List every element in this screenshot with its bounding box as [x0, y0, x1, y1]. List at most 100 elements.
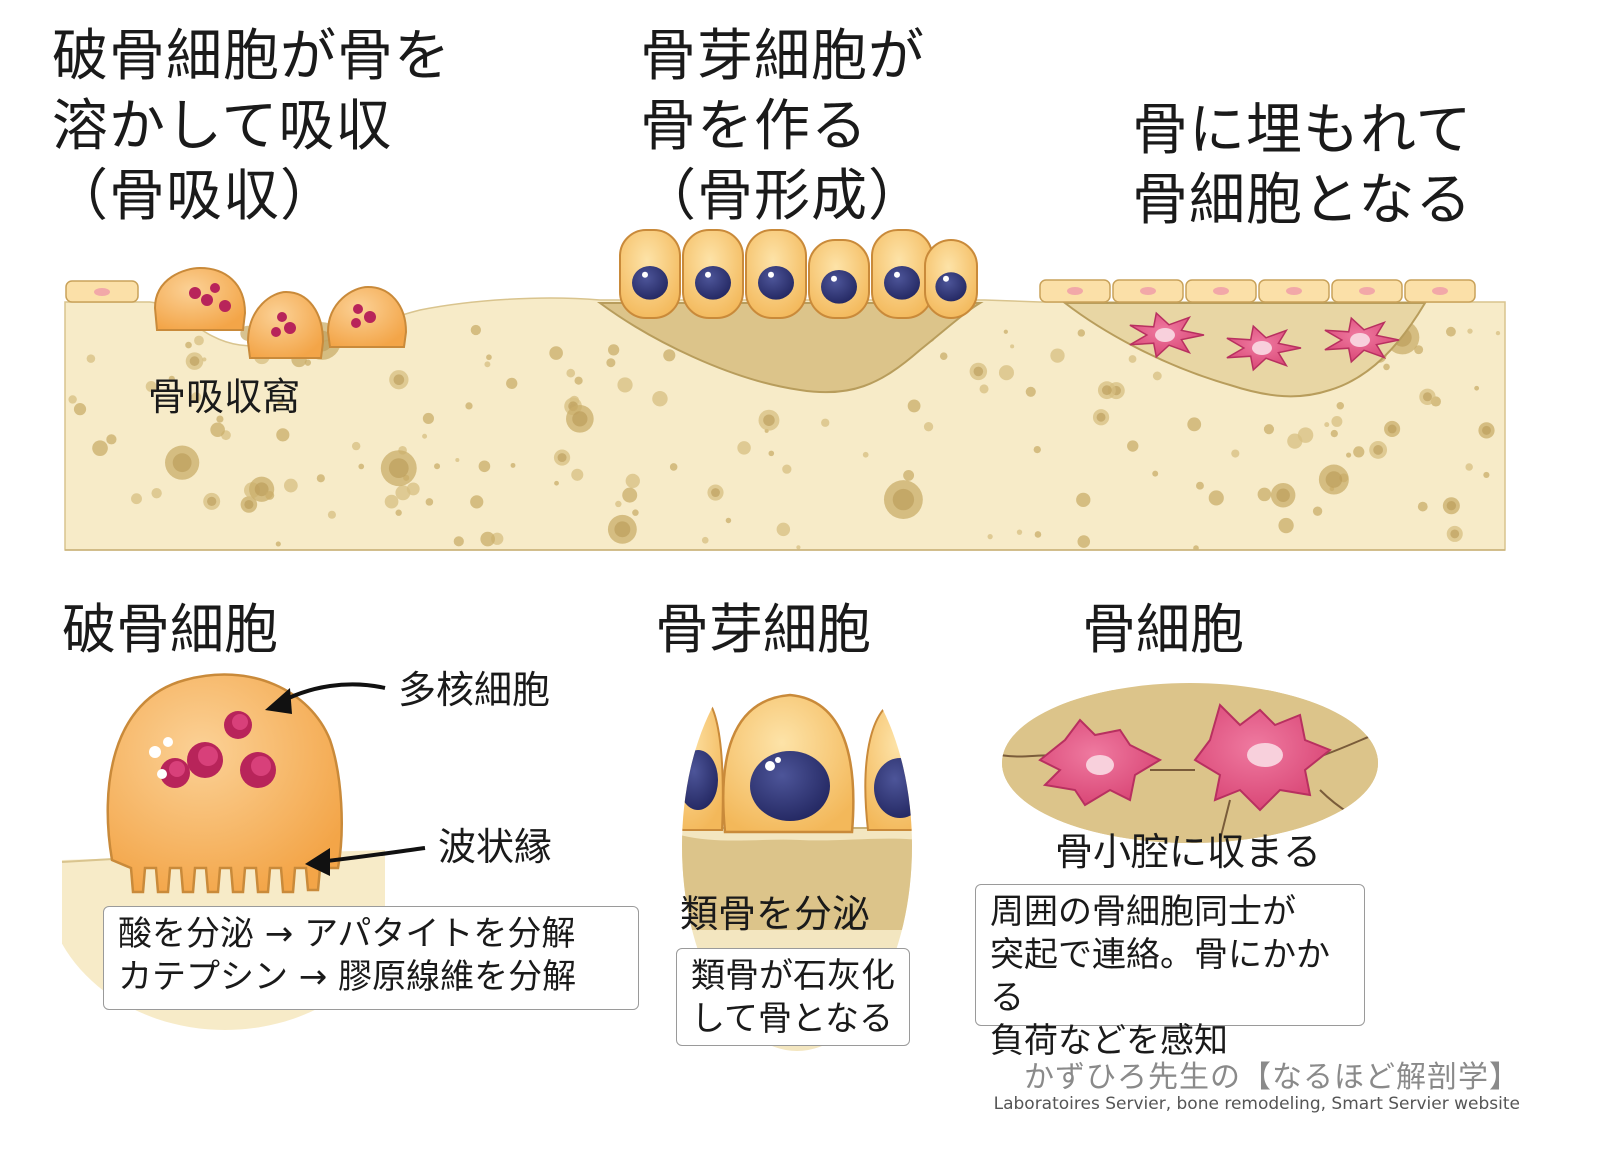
bone-pore-core — [1450, 529, 1460, 539]
bone-pore — [92, 440, 108, 456]
bone-pore-core — [207, 496, 217, 507]
bone-pore — [1077, 329, 1086, 337]
bone-pore-core — [1373, 445, 1384, 455]
bone-pore — [1076, 492, 1091, 507]
bone-pore — [1278, 517, 1294, 534]
bone-pore — [566, 368, 576, 378]
bone-pore-core — [1101, 385, 1112, 396]
bone-pore-core — [393, 374, 405, 386]
lining-cell-nucleus — [1067, 287, 1083, 295]
bone-pore — [131, 493, 142, 505]
bone-pore — [1128, 355, 1137, 363]
bone-pore — [1483, 471, 1490, 479]
bone-pore — [465, 402, 473, 410]
bone-pore — [607, 344, 620, 356]
bone-pore — [725, 517, 732, 524]
bone-pore — [327, 510, 336, 519]
bone-pore — [622, 487, 638, 503]
bone-pore — [574, 376, 583, 385]
bone-pore — [998, 365, 1014, 381]
nucleus-highlight — [705, 271, 711, 278]
bone-pore — [384, 494, 399, 509]
osteoblast-nucleus — [821, 270, 857, 304]
bone-pore-core — [763, 414, 775, 426]
label-ruffled-border: 波状縁 — [438, 825, 553, 869]
bone-pore — [1414, 345, 1424, 355]
label-osteoid: 類骨を分泌 — [680, 892, 871, 936]
bone-pore — [1465, 463, 1473, 471]
lining-cells-right — [1039, 279, 1476, 303]
bone-pore — [395, 485, 411, 501]
bone-pore — [283, 478, 298, 493]
bone-pore — [151, 487, 162, 499]
bone-pore — [422, 412, 434, 425]
osteoblasts-top — [619, 229, 978, 319]
lining-cell-nucleus — [1286, 287, 1302, 295]
bone-pore — [1324, 422, 1330, 428]
label-lacuna: 骨小腔に収まる — [1055, 830, 1322, 874]
bone-pore — [202, 357, 207, 362]
nucleus-highlight — [894, 271, 900, 278]
bone-pore — [316, 474, 325, 483]
title-resorption: 破骨細胞が骨を 溶かして吸収 （骨吸収） — [52, 24, 451, 229]
bone-pore — [455, 457, 460, 463]
osteoblast-nucleus — [632, 266, 668, 300]
bone-pore — [1208, 490, 1224, 506]
bone-pore-core — [711, 488, 720, 497]
bone-pore-core — [1422, 392, 1432, 402]
bone-pore — [470, 495, 484, 509]
bone-pore — [484, 361, 491, 368]
bone-pore — [617, 377, 633, 393]
osteocytes-top — [1129, 311, 1400, 372]
bone-pore — [480, 531, 495, 547]
bone-pore — [395, 509, 402, 516]
bone-pore-core — [172, 453, 192, 473]
bone-pore — [939, 352, 948, 360]
bone-pore — [907, 399, 921, 413]
osteoblast-nucleus — [935, 272, 967, 302]
bone-pore — [669, 463, 678, 471]
bone-pore — [168, 375, 175, 382]
bone-pore — [422, 433, 428, 439]
bone-pore — [862, 451, 869, 458]
bone-pore — [1330, 429, 1338, 438]
bone-pore — [1003, 329, 1008, 334]
bone-pore — [106, 434, 117, 445]
osteoid-top — [596, 302, 984, 394]
bone-pore — [606, 358, 616, 368]
note-osteocyte: 周囲の骨細胞同士が 突起で連絡。骨にかかる 負荷などを感知 — [975, 884, 1365, 1061]
bone-pore — [506, 377, 518, 390]
bone-pore — [782, 464, 792, 474]
bone-pore-core — [1096, 412, 1106, 422]
nucleus-highlight — [831, 275, 837, 282]
bone-pore — [277, 399, 284, 406]
bone-pore — [1263, 424, 1275, 435]
bone-pore — [86, 354, 96, 363]
label-multinucleated: 多核細胞 — [398, 668, 551, 712]
bone-pore — [358, 463, 365, 470]
bone-pore-core — [244, 499, 254, 510]
bone-pore — [216, 415, 224, 423]
bone-pore-core — [189, 356, 200, 366]
bone-pore — [275, 541, 281, 547]
bone-pore — [625, 473, 640, 489]
bone-pore — [1474, 385, 1480, 391]
bone-pore — [1025, 386, 1036, 397]
bone-pore — [1257, 487, 1272, 502]
bone-pore — [1077, 535, 1091, 548]
bone-pore — [1446, 326, 1456, 337]
bone-pore — [1383, 363, 1390, 371]
bone-pore — [737, 441, 751, 455]
heading-osteoclast: 破骨細胞 — [62, 598, 278, 661]
bone-pore — [434, 463, 441, 470]
bone-pore — [1495, 330, 1501, 336]
lining-cell-nucleus — [1213, 287, 1229, 295]
bone-pore-core — [1482, 425, 1491, 435]
bone-pore — [1353, 446, 1365, 458]
note-osteoclast: 酸を分泌 → アパタイトを分解 カテプシン → 膠原線維を分解 — [103, 906, 639, 1010]
nucleus-highlight — [768, 271, 774, 278]
bone-pore — [979, 384, 989, 394]
lining-cells-left — [65, 280, 139, 303]
bone-pore — [549, 346, 563, 360]
osteoblast-nucleus — [695, 266, 731, 300]
